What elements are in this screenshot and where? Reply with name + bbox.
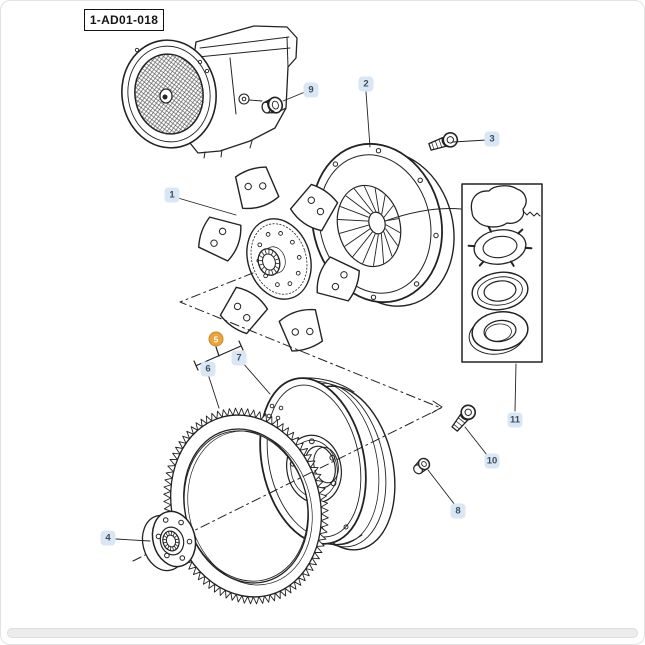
drawing-number-label: 1-AD01-018 (84, 9, 164, 31)
callout-8[interactable]: 8 (450, 503, 466, 519)
pressure-plate-drawing[interactable] (296, 130, 470, 320)
hub-drawing[interactable] (136, 507, 201, 576)
construction-line-terminus (431, 400, 443, 414)
drawing-number-text: 1-AD01-018 (89, 13, 159, 27)
callout-1[interactable]: 1 (164, 187, 180, 203)
gasket-drawing (470, 185, 527, 228)
callout-6[interactable]: 6 (200, 361, 216, 377)
callout-10[interactable]: 10 (484, 453, 500, 469)
lock-plate-drawing (473, 229, 527, 265)
plug-8-drawing[interactable] (411, 456, 432, 476)
callout-4[interactable]: 4 (100, 530, 116, 546)
leader-lines (115, 91, 517, 542)
callout-2[interactable]: 2 (358, 76, 374, 92)
callout-5-highlighted[interactable]: 5 (208, 331, 224, 347)
transmission-housing-drawing[interactable] (115, 25, 298, 159)
callout-9[interactable]: 9 (303, 82, 319, 98)
clutch-disc-drawing[interactable] (195, 164, 362, 355)
callout-3[interactable]: 3 (484, 131, 500, 147)
plug-9-drawing[interactable] (260, 96, 284, 116)
horizontal-scrollbar[interactable] (7, 628, 638, 638)
bracket-6-7 (193, 340, 244, 371)
callout-7[interactable]: 7 (231, 350, 247, 366)
kit-box-drawing[interactable] (461, 183, 543, 363)
bolt-10-drawing[interactable] (448, 401, 480, 435)
callout-11[interactable]: 11 (507, 412, 523, 428)
